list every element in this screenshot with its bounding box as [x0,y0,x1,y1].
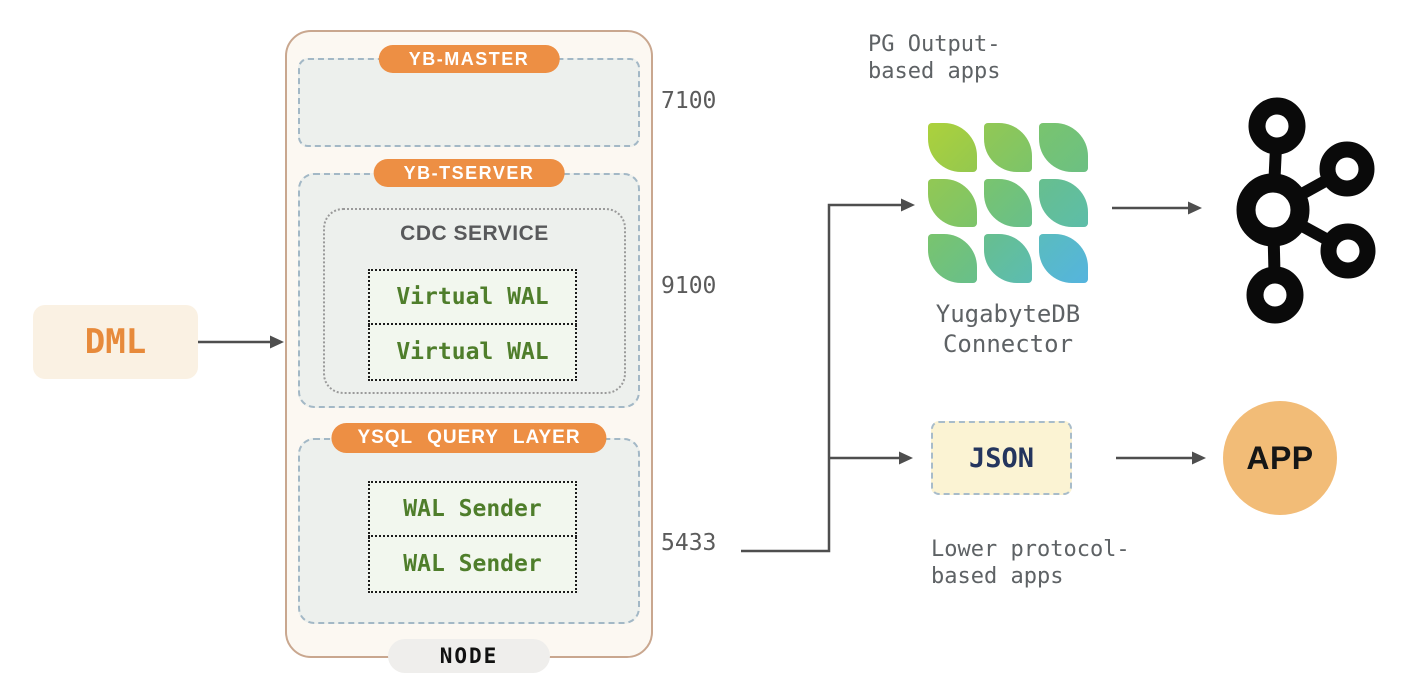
connector-tile [983,234,1033,283]
connector-tile [928,178,977,228]
connector-tile [983,123,1033,172]
kafka-icon [1236,97,1376,324]
json-box: JSON [931,421,1072,495]
lower-protocol-apps-line1: Lower protocol- [931,537,1130,562]
connector-tile [928,123,977,172]
connector-label-line1: YugabyteDB [935,300,1081,328]
port-7100-label: 7100 [661,88,717,114]
node-container: YB-MASTER YB-TSERVER CDC SERVICE Virtual… [285,30,653,673]
virtual-wal-box: Virtual WAL [368,269,577,325]
connector-tile [1039,123,1088,172]
arrowhead-kafka [1188,201,1202,215]
port-9100-label: 9100 [661,273,717,299]
connector-tile [928,234,977,283]
connector-tile [983,178,1033,228]
port-5433-label: 5433 [661,530,717,556]
connector-label-line2: Connector [942,330,1074,358]
arrowhead-json [899,451,913,465]
yb-master-badge: YB-MASTER [378,45,560,73]
pg-output-apps-line2: based apps [868,59,1001,84]
arrowhead-connector [901,198,915,212]
yugabytedb-connector-label: YugabyteDB Connector [903,299,1113,359]
wal-sender-box: WAL Sender [368,537,577,593]
yugabytedb-connector-icon [928,123,1088,283]
arrowhead-app [1192,451,1206,465]
ysql-query-layer-badge: YSQL QUERY LAYER [331,423,607,453]
connector-tile [1039,234,1088,283]
app-circle: APP [1223,401,1337,515]
dml-label: DML [84,322,147,362]
virtual-wal-stack: Virtual WAL Virtual WAL [368,269,577,381]
json-label: JSON [968,442,1035,474]
wal-sender-box: WAL Sender [368,481,577,537]
pg-output-apps-line1: PG Output- [868,32,1001,57]
lower-protocol-apps-line2: based apps [931,564,1064,589]
virtual-wal-box: Virtual WAL [368,325,577,381]
pg-output-apps-label: PG Output- based apps [868,31,1000,85]
dml-box: DML [33,305,198,379]
line-port5433-trunk [741,203,902,553]
cdc-service-title: CDC SERVICE [400,222,549,245]
yb-tserver-badge: YB-TSERVER [373,159,565,187]
connector-tile [1039,178,1088,228]
lower-protocol-apps-label: Lower protocol- based apps [931,536,1130,590]
arrowhead-dml [270,335,284,349]
wal-sender-stack: WAL Sender WAL Sender [368,481,577,593]
cdc-service-box: CDC SERVICE [323,208,626,394]
app-label: APP [1246,439,1314,476]
node-label-badge: NODE [388,639,550,673]
